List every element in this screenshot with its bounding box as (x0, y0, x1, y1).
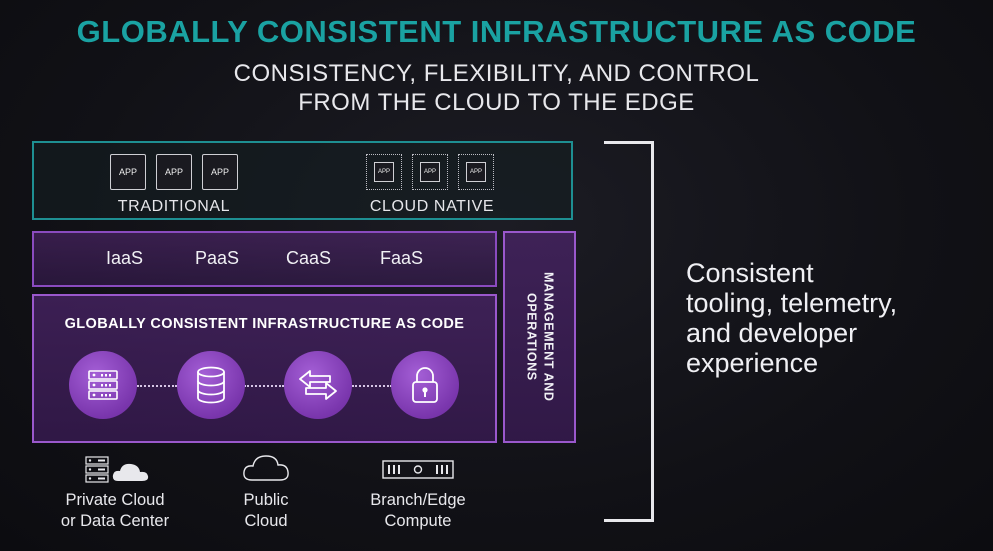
app-icon: APP (156, 154, 192, 190)
app-icon: APP (110, 154, 146, 190)
subtitle-line-2: FROM THE CLOUD TO THE EDGE (298, 89, 695, 116)
service-paas: PaaS (195, 248, 240, 268)
container-app-icon: APP (458, 154, 494, 190)
page-title: GLOBALLY CONSISTENT INFRASTRUCTURE AS CO… (76, 14, 917, 49)
lock-icon (391, 351, 459, 419)
server-icon (69, 351, 137, 419)
service-caas: CaaS (286, 248, 332, 268)
side-note: Consistent tooling, telemetry, and devel… (686, 258, 898, 378)
app-icon: APP (202, 154, 238, 190)
subtitle-line-1: CONSISTENCY, FLEXIBILITY, AND CONTROL (233, 60, 760, 87)
container-app-icon: APP (412, 154, 448, 190)
cloud-native-label: CLOUD NATIVE (369, 198, 495, 215)
infrastructure-title: GLOBALLY CONSISTENT INFRASTRUCTURE AS CO… (64, 316, 465, 332)
rack-appliance-icon (382, 459, 454, 481)
services-box (32, 231, 497, 287)
exchange-arrows-icon (284, 351, 352, 419)
service-iaas: IaaS (106, 248, 144, 268)
service-faas: FaaS (380, 248, 424, 268)
cloud-icon (240, 452, 292, 484)
management-operations-box (503, 231, 576, 443)
connector-dots (244, 385, 284, 387)
connector-dots (137, 385, 177, 387)
connector-dots (352, 385, 392, 387)
database-icon (177, 351, 245, 419)
server-cloud-icon (84, 455, 164, 485)
container-app-icon: APP (366, 154, 402, 190)
bracket (604, 141, 654, 522)
traditional-label: TRADITIONAL (117, 198, 231, 215)
